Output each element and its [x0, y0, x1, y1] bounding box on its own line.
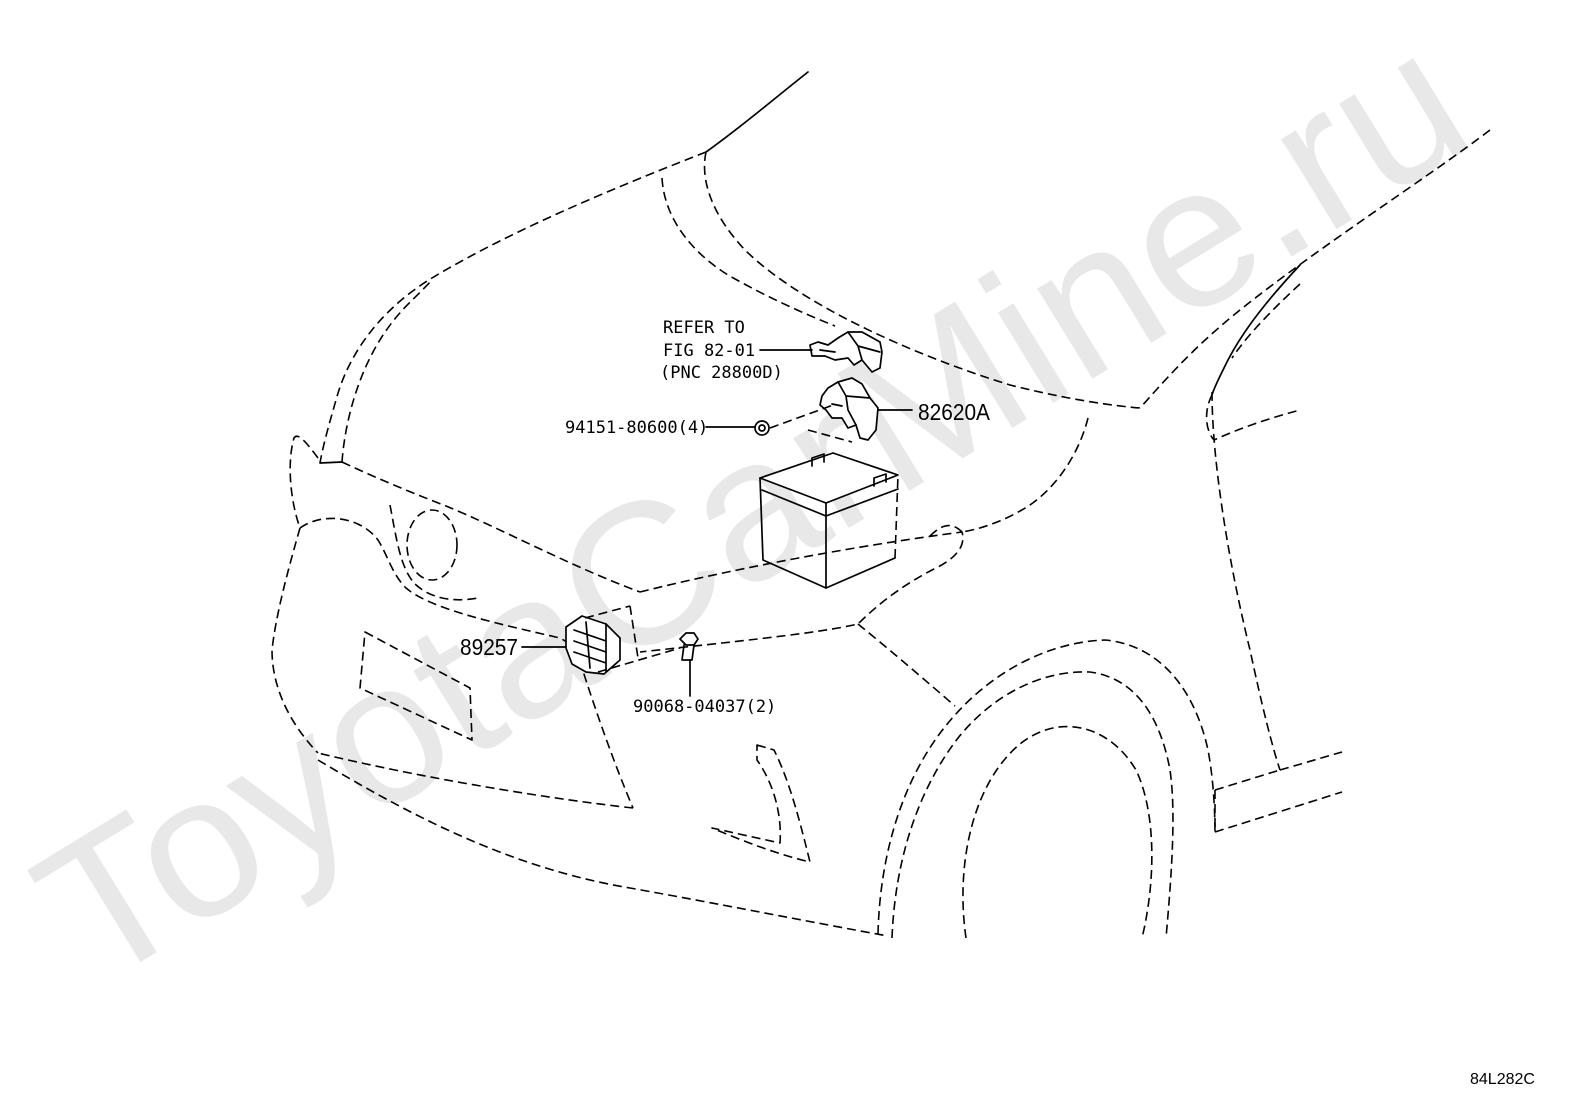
- reference-bracket-body: [809, 331, 883, 373]
- body-side-lower: [1211, 391, 1281, 771]
- a-pillar: [1211, 264, 1301, 396]
- reference-note-line-3: (PNC 28800D): [660, 363, 783, 383]
- cowl-line: [703, 151, 1141, 409]
- hood-top-edge: [705, 71, 809, 153]
- headlight-tip: [929, 524, 963, 537]
- a-pillar-inner: [1231, 283, 1301, 359]
- battery: [759, 452, 899, 589]
- hood-crease: [661, 177, 836, 327]
- assembly-line-nut-bracket: [769, 403, 837, 429]
- emblem-ring: [406, 509, 458, 581]
- battery-terminal-right: [873, 473, 887, 487]
- bumper-lower-lip: [317, 759, 889, 937]
- assembly-line-bracket-lower: [807, 429, 853, 443]
- reference-note-line-2: FIG 82-01: [663, 341, 755, 361]
- battery-front-face: [759, 477, 827, 589]
- nut-94151-outer: [754, 420, 770, 436]
- callout-89257: 89257: [460, 634, 518, 660]
- sensor-89257: [565, 615, 621, 675]
- fender-lower-line: [857, 623, 956, 707]
- battery-top: [759, 452, 899, 504]
- hood-inner-edge: [341, 279, 433, 463]
- sensor-89257-detail: [573, 621, 607, 673]
- reference-bracket: [809, 331, 883, 373]
- bolt-90068-head: [679, 632, 699, 646]
- bolt-90068-shank: [681, 644, 695, 661]
- callout-labels: REFER TO FIG 82-01 (PNC 28800D) 94151-80…: [460, 318, 1535, 1088]
- fender-seam: [961, 417, 1089, 533]
- wheel-arch: [877, 639, 1216, 935]
- emblem-surround: [389, 504, 479, 601]
- hood-rear-edge: [1139, 129, 1491, 409]
- watermark-text: ToyotaCarMine.ru: [1, 0, 1503, 1027]
- bracket-82620a-detail: [831, 381, 871, 426]
- callout-82620a: 82620A: [918, 399, 991, 425]
- callout-90068: 90068-04037(2): [633, 697, 776, 717]
- rocker-line-lower: [1214, 791, 1343, 833]
- assembly-line-sensor-bolt: [597, 647, 681, 673]
- door-mirror: [1205, 394, 1301, 441]
- rocker-line-upper: [1279, 751, 1343, 771]
- figure-code: 84L282C: [1470, 1071, 1535, 1088]
- tire-outer: [891, 671, 1174, 939]
- bumper-left-side: [271, 527, 319, 754]
- lower-grille-bottom: [317, 752, 634, 809]
- assembly-line-sensor-top: [584, 605, 631, 619]
- nut-94151-inner: [758, 424, 766, 432]
- nut-94151: [754, 420, 770, 436]
- parts: [565, 331, 899, 675]
- hood-tip: [319, 461, 343, 464]
- battery-terminal-left: [811, 453, 825, 467]
- battery-bottom-right: [825, 557, 896, 589]
- car-body-outline: [271, 71, 1491, 939]
- hood-front-edge: [319, 151, 707, 464]
- rocker-line-front: [1214, 769, 1281, 791]
- assembly-line-sensor-side: [629, 605, 639, 659]
- leader-lines: [521, 349, 913, 697]
- callout-94151: 94151-80600(4): [565, 418, 708, 438]
- license-plate: [359, 631, 473, 741]
- bumper-left-corner: [289, 435, 319, 529]
- reference-note-line-1: REFER TO: [663, 318, 745, 338]
- wheel-rim: [962, 725, 1153, 939]
- reference-bracket-detail: [819, 331, 881, 361]
- fog-light: [711, 744, 811, 863]
- headlight: [639, 531, 964, 653]
- bolt-90068: [679, 632, 699, 661]
